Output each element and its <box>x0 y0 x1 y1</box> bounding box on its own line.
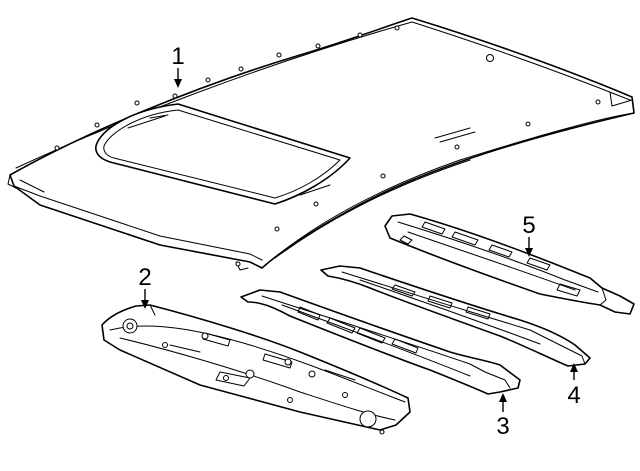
callout-5: 5 <box>522 212 536 257</box>
callout-3-label: 3 <box>496 413 509 440</box>
callout-5-arrow <box>525 248 533 257</box>
rear-header <box>384 213 635 315</box>
callout-1: 1 <box>171 43 185 88</box>
callout-1-arrow <box>174 79 182 88</box>
roof-panel <box>7 17 635 271</box>
roof-mount-holes <box>54 25 601 267</box>
callout-4: 4 <box>567 363 581 409</box>
callout-5-label: 5 <box>522 212 535 239</box>
callout-2-label: 2 <box>138 264 151 291</box>
callout-2: 2 <box>138 264 152 309</box>
roof-bow-front <box>240 289 521 395</box>
front-header-holes <box>122 318 385 435</box>
front-header <box>101 304 411 435</box>
callout-4-arrow <box>570 363 578 372</box>
roof-bow-rear <box>320 265 591 367</box>
sunroof-opening <box>95 103 351 205</box>
callout-4-label: 4 <box>567 382 580 409</box>
callout-2-arrow <box>141 300 149 309</box>
callout-1-label: 1 <box>171 43 184 70</box>
callout-3-arrow <box>499 393 507 402</box>
callout-3: 3 <box>496 393 510 440</box>
